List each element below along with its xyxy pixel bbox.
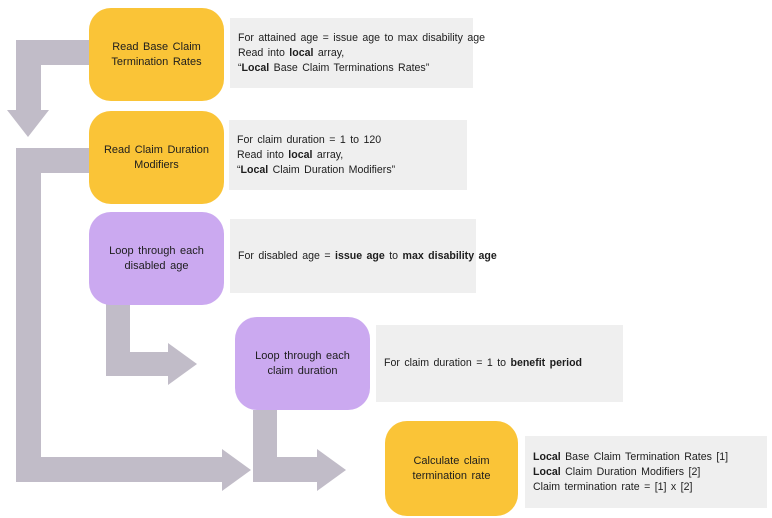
arrow-head-down-icon <box>7 110 49 137</box>
arrow-from-read-base-rates-vertical <box>16 40 41 110</box>
box-loop-disabled-age: Loop through each disabled age <box>89 212 224 305</box>
note-line: “Local Claim Duration Modifiers” <box>237 163 396 176</box>
arrow-from-claim-duration-loop-horizontal <box>253 457 317 482</box>
arrow-head-right-icon <box>168 343 197 385</box>
note-read-base-claim-termination-rates: For attained age = issue age to max disa… <box>230 18 485 88</box>
note-line: Read into local array, <box>238 46 345 59</box>
note-loop-disabled-age: For disabled age = issue age to max disa… <box>230 219 497 293</box>
box-read-base-claim-termination-rates: Read Base Claim Termination Rates <box>89 8 224 101</box>
note-line: Local Base Claim Termination Rates [1] <box>533 450 729 463</box>
note-line: Read into local array, <box>237 148 344 161</box>
note-line: For attained age = issue age to max disa… <box>238 31 485 44</box>
note-calculate-claim-termination-rate: Local Base Claim Termination Rates [1] Lo… <box>525 436 767 508</box>
note-line: Local Claim Duration Modifiers [2] <box>533 465 701 478</box>
note-loop-claim-duration: For claim duration = 1 to benefit period <box>376 325 623 402</box>
note-line: For disabled age = issue age to max disa… <box>238 249 497 262</box>
box-calculate-claim-termination-rate: Calculate claim termination rate <box>385 421 518 516</box>
arrow-head-right-icon <box>317 449 346 491</box>
note-line: “Local Base Claim Terminations Rates” <box>238 61 430 74</box>
note-line: For claim duration = 1 to benefit period <box>384 357 583 369</box>
arrow-head-right-icon <box>222 449 251 491</box>
arrow-outer-loop-bottom <box>16 457 222 482</box>
box-read-claim-duration-modifiers: Read Claim Duration Modifiers <box>89 111 224 204</box>
note-line: For claim duration = 1 to 120 <box>237 133 382 146</box>
note-line: Claim termination rate = [1] x [2] <box>533 480 693 493</box>
box-loop-claim-duration: Loop through each claim duration <box>235 317 370 410</box>
arrow-outer-loop-vertical <box>16 148 41 482</box>
arrow-from-disabled-age-loop-horizontal <box>106 352 168 376</box>
